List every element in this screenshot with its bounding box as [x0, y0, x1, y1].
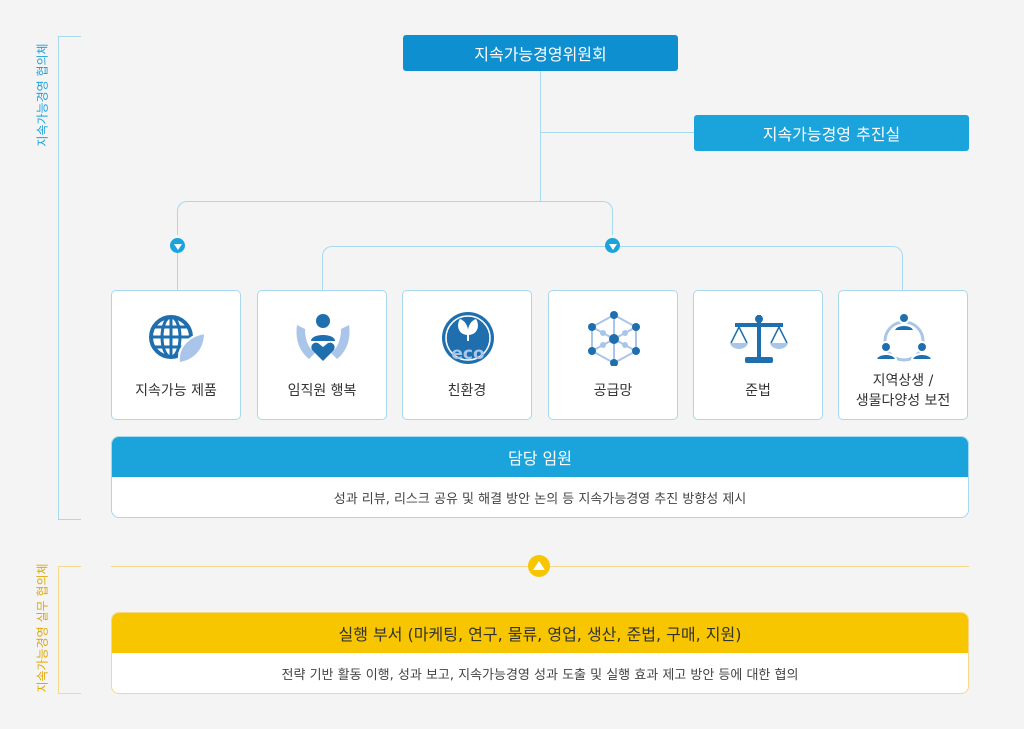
connector-line	[177, 201, 613, 213]
network-hexagon-icon	[588, 311, 640, 366]
working-council-label: 지속가능경영 실무 협의체	[35, 563, 50, 693]
execution-panel: 실행 부서 (마케팅, 연구, 물류, 영업, 생산, 준법, 구매, 지원) …	[111, 612, 969, 694]
globe-leaf-icon	[149, 315, 207, 365]
committee-title: 지속가능경영위원회	[474, 45, 607, 64]
connector-line	[177, 253, 178, 290]
connector-line	[540, 132, 695, 133]
executive-title: 담당 임원	[112, 437, 968, 477]
category-card-compliance: 준법	[693, 290, 823, 420]
working-council-bracket	[58, 566, 81, 694]
category-card-supply-chain: 공급망	[548, 290, 678, 420]
down-arrow-icon	[170, 238, 185, 253]
category-card-employee-happiness: 임직원 행복	[257, 290, 387, 420]
category-label: 지속가능 제품	[135, 383, 217, 399]
down-arrow-icon	[605, 238, 620, 253]
category-label: 친환경	[447, 383, 487, 399]
execution-description: 전략 기반 활동 이행, 성과 보고, 지속가능경영 성과 도출 및 실행 효과…	[281, 668, 799, 683]
up-arrow-icon	[528, 555, 550, 577]
eco-badge-icon: eco	[442, 312, 494, 364]
scales-icon	[730, 315, 788, 363]
promotion-office-box: 지속가능경영 추진실	[694, 115, 969, 151]
category-label: 공급망	[593, 383, 633, 399]
svg-text:eco: eco	[451, 344, 484, 364]
category-label: 지역상생 / 생물다양성 보전	[855, 373, 951, 409]
executive-description: 성과 리뷰, 리스크 공유 및 해결 방안 논의 등 지속가능경영 추진 방향성…	[333, 492, 747, 507]
category-card-community-biodiversity: 지역상생 / 생물다양성 보전	[838, 290, 968, 420]
executive-panel: 담당 임원 성과 리뷰, 리스크 공유 및 해결 방안 논의 등 지속가능경영 …	[111, 436, 969, 518]
connector-line	[612, 213, 613, 235]
council-bracket	[58, 36, 81, 520]
category-label: 준법	[745, 383, 771, 399]
council-label: 지속가능경영 협의체	[35, 43, 50, 147]
execution-title: 실행 부서 (마케팅, 연구, 물류, 영업, 생산, 준법, 구매, 지원)	[112, 613, 968, 653]
hands-person-heart-icon	[296, 314, 350, 361]
promotion-office-title: 지속가능경영 추진실	[762, 125, 901, 144]
category-label: 임직원 행복	[287, 383, 357, 399]
connector-line	[177, 213, 178, 235]
people-cycle-icon	[874, 312, 934, 362]
connector-line	[540, 70, 541, 201]
committee-box: 지속가능경영위원회	[403, 35, 678, 71]
category-card-sustainable-product: 지속가능 제품	[111, 290, 241, 420]
category-card-eco: eco 친환경	[402, 290, 532, 420]
